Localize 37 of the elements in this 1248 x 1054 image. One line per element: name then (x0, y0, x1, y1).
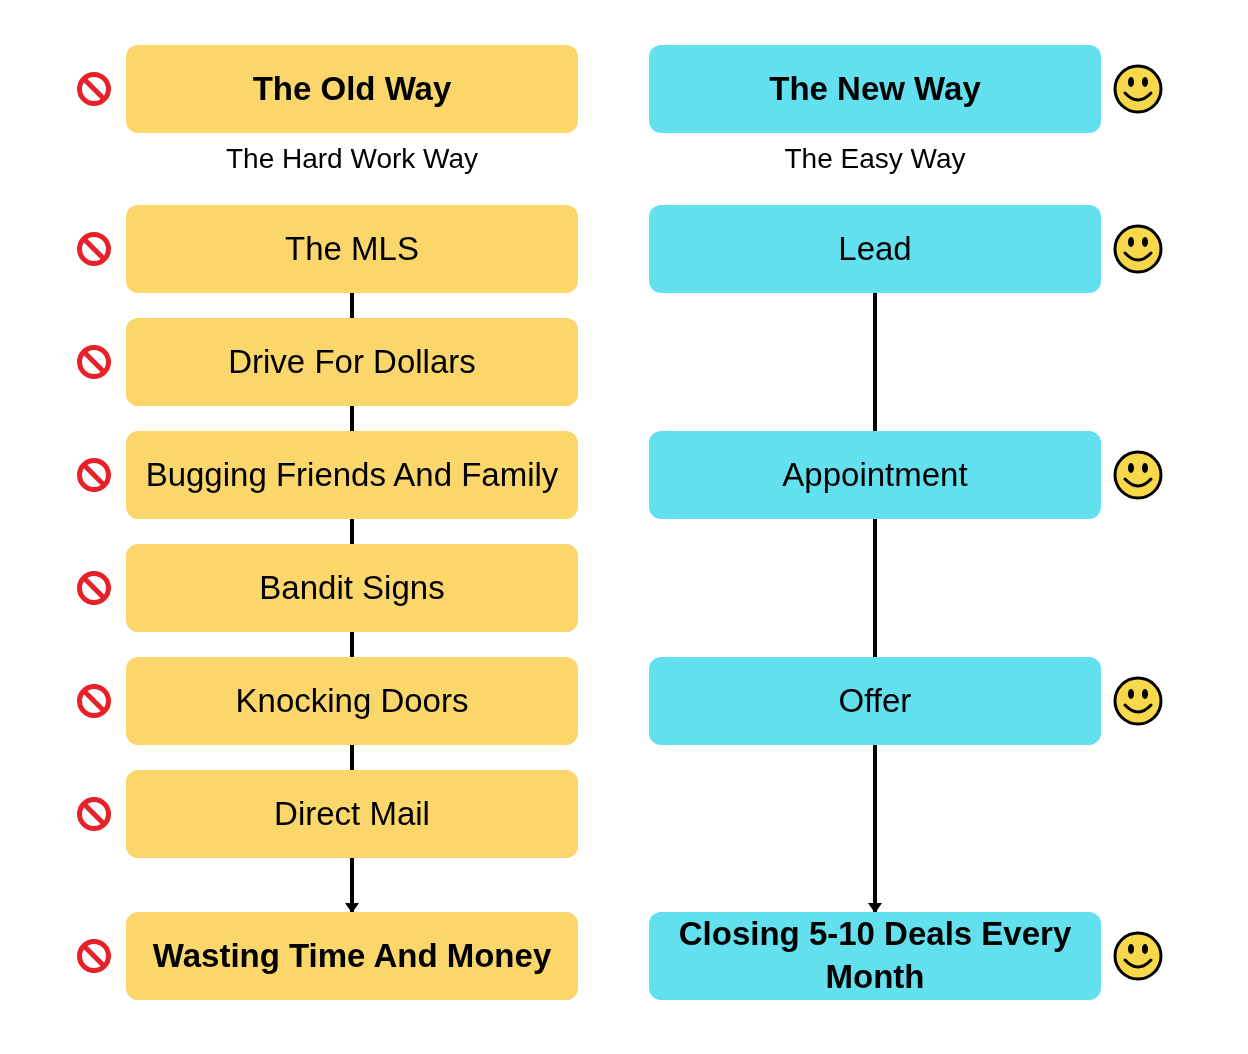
process-box (649, 912, 1101, 1000)
box-label: Direct Mail (274, 793, 430, 834)
box-label: Offer (838, 680, 912, 721)
box-label: Bugging Friends And Family (145, 454, 559, 495)
box-label: Knocking Doors (235, 680, 469, 721)
process-box (126, 431, 578, 519)
box-label: Appointment (782, 454, 968, 495)
box-label: Bandit Signs (259, 567, 445, 608)
connector-line (350, 406, 354, 431)
process-box (126, 318, 578, 406)
process-box (126, 45, 578, 133)
connector-line (350, 519, 354, 544)
box-label: Wasting Time And Money (152, 935, 552, 976)
box-label: Drive For Dollars (228, 341, 476, 382)
process-box (649, 205, 1101, 293)
arrow (868, 745, 882, 913)
box-label: Lead (838, 228, 912, 269)
box-label: Closing 5-10 Deals Every Month (677, 914, 1073, 997)
process-box (126, 544, 578, 632)
process-box (126, 770, 578, 858)
box-label: The Old Way (252, 68, 452, 109)
process-box (649, 657, 1101, 745)
box-label: The MLS (285, 228, 419, 269)
process-box (126, 657, 578, 745)
process-box (649, 431, 1101, 519)
subtitle: The Easy Way (783, 143, 967, 175)
arrow (345, 858, 359, 913)
box-label: The New Way (769, 68, 981, 109)
connector-line (350, 745, 354, 770)
process-box (126, 205, 578, 293)
process-box (126, 912, 578, 1000)
subtitle: The Hard Work Way (224, 143, 480, 175)
connector-line (350, 632, 354, 657)
connector-line (350, 293, 354, 318)
connector-line (873, 293, 877, 431)
process-box (649, 45, 1101, 133)
connector-line (873, 519, 877, 657)
